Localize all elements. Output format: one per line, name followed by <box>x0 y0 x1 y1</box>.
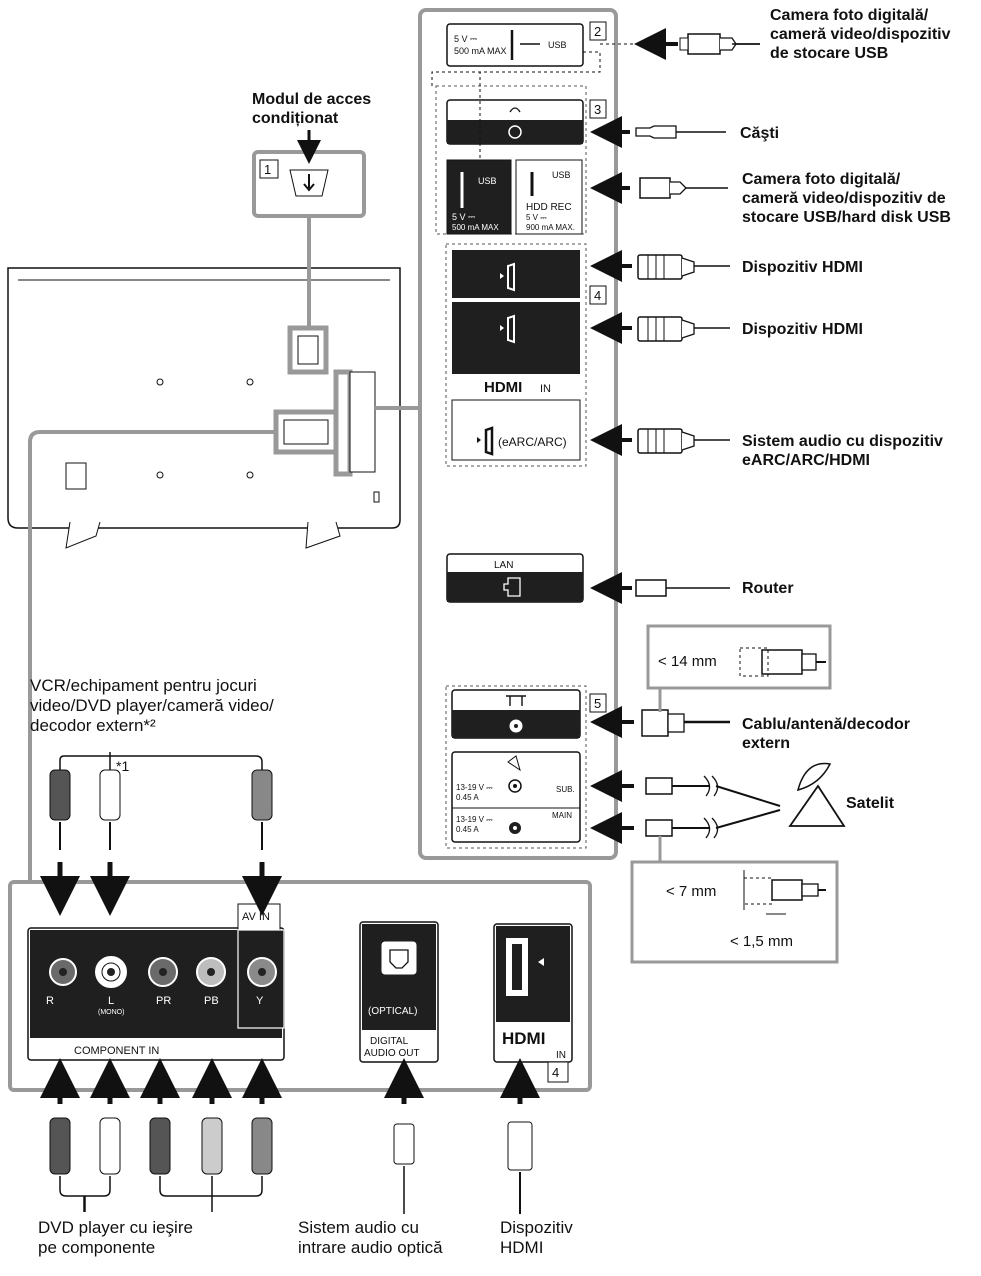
hdmi4-in: IN <box>556 1050 566 1061</box>
l-label: L <box>108 995 114 1007</box>
mono-label: (MONO) <box>98 1009 124 1016</box>
hdmi-device-label-2: Dispozitiv HDMI <box>742 321 863 338</box>
usb-hdd-label: Camera foto digitală/cameră video/dispoz… <box>742 171 951 226</box>
usb3-hdd-rec: HDD REC <box>526 202 572 213</box>
dim-14mm: < 14 mm <box>658 653 717 670</box>
optical-label: (OPTICAL) <box>368 1006 417 1017</box>
usb2-voltage: 5 V ⎓ <box>452 212 475 222</box>
usb3-voltage: 5 V ⎓ <box>526 213 547 222</box>
usb2-label: USB <box>478 176 497 186</box>
dim-1-5mm: < 1,5 mm <box>730 933 793 950</box>
sat-main-label: MAIN <box>552 811 572 820</box>
usb1-current: 500 mA MAX <box>454 46 507 56</box>
usb1-label: USB <box>548 40 567 50</box>
num-4-hdmi: 4 <box>594 288 601 303</box>
av-cables-bottom <box>40 1058 540 1214</box>
hdmi-in-logo: HDMI <box>484 379 522 396</box>
y-label: Y <box>256 995 264 1007</box>
tv-back <box>7 267 401 549</box>
av-in-label: AV IN <box>242 911 270 923</box>
dim-7mm: < 7 mm <box>666 883 717 900</box>
usb3-current: 900 mA MAX. <box>526 223 575 232</box>
num-1-cam: 1 <box>264 162 271 177</box>
hdmi4-logo: HDMI <box>502 1029 545 1048</box>
sat-main-current: 0.45 A <box>456 825 479 834</box>
pb-label: PB <box>204 995 219 1007</box>
digital-out-line2: AUDIO OUT <box>364 1048 420 1059</box>
sat-main-voltage: 13-19 V ⎓ <box>456 815 493 824</box>
note-1: *1 <box>116 758 130 774</box>
sat-sub-label: SUB. <box>556 785 575 794</box>
bottom-panel <box>8 880 592 1092</box>
hdmi-device-label-1: Dispozitiv HDMI <box>742 259 863 276</box>
usb-camera-label: Camera foto digitală/cameră video/dispoz… <box>770 7 951 62</box>
earc-label: (eARC/ARC) <box>498 435 567 449</box>
side-panel <box>418 8 618 860</box>
right-cables <box>590 28 846 964</box>
usb3-label: USB <box>552 170 571 180</box>
lan-label: LAN <box>494 560 513 571</box>
cam-slot <box>252 130 366 328</box>
digital-out-line1: DIGITAL <box>370 1036 409 1047</box>
usb2-current: 500 mA MAX <box>452 223 499 232</box>
usb1-voltage: 5 V ⎓ <box>454 34 477 44</box>
r-label: R <box>46 995 54 1007</box>
num-3-headphones: 3 <box>594 102 601 117</box>
av-cables-top <box>40 752 282 916</box>
sat-sub-current: 0.45 A <box>456 793 479 802</box>
sat-sub-voltage: 13-19 V ⎓ <box>456 783 493 792</box>
satellite-label: Satelit <box>846 795 895 812</box>
num-5-antenna: 5 <box>594 696 601 711</box>
router-label: Router <box>742 580 794 597</box>
num-2-usb: 2 <box>594 24 601 39</box>
pr-label: PR <box>156 995 171 1007</box>
headphones-label: Căşti <box>740 125 780 142</box>
hdmi-in-suffix: IN <box>540 383 551 395</box>
num-4-hdmi-bottom: 4 <box>552 1065 559 1080</box>
component-in-label: COMPONENT IN <box>74 1045 159 1057</box>
